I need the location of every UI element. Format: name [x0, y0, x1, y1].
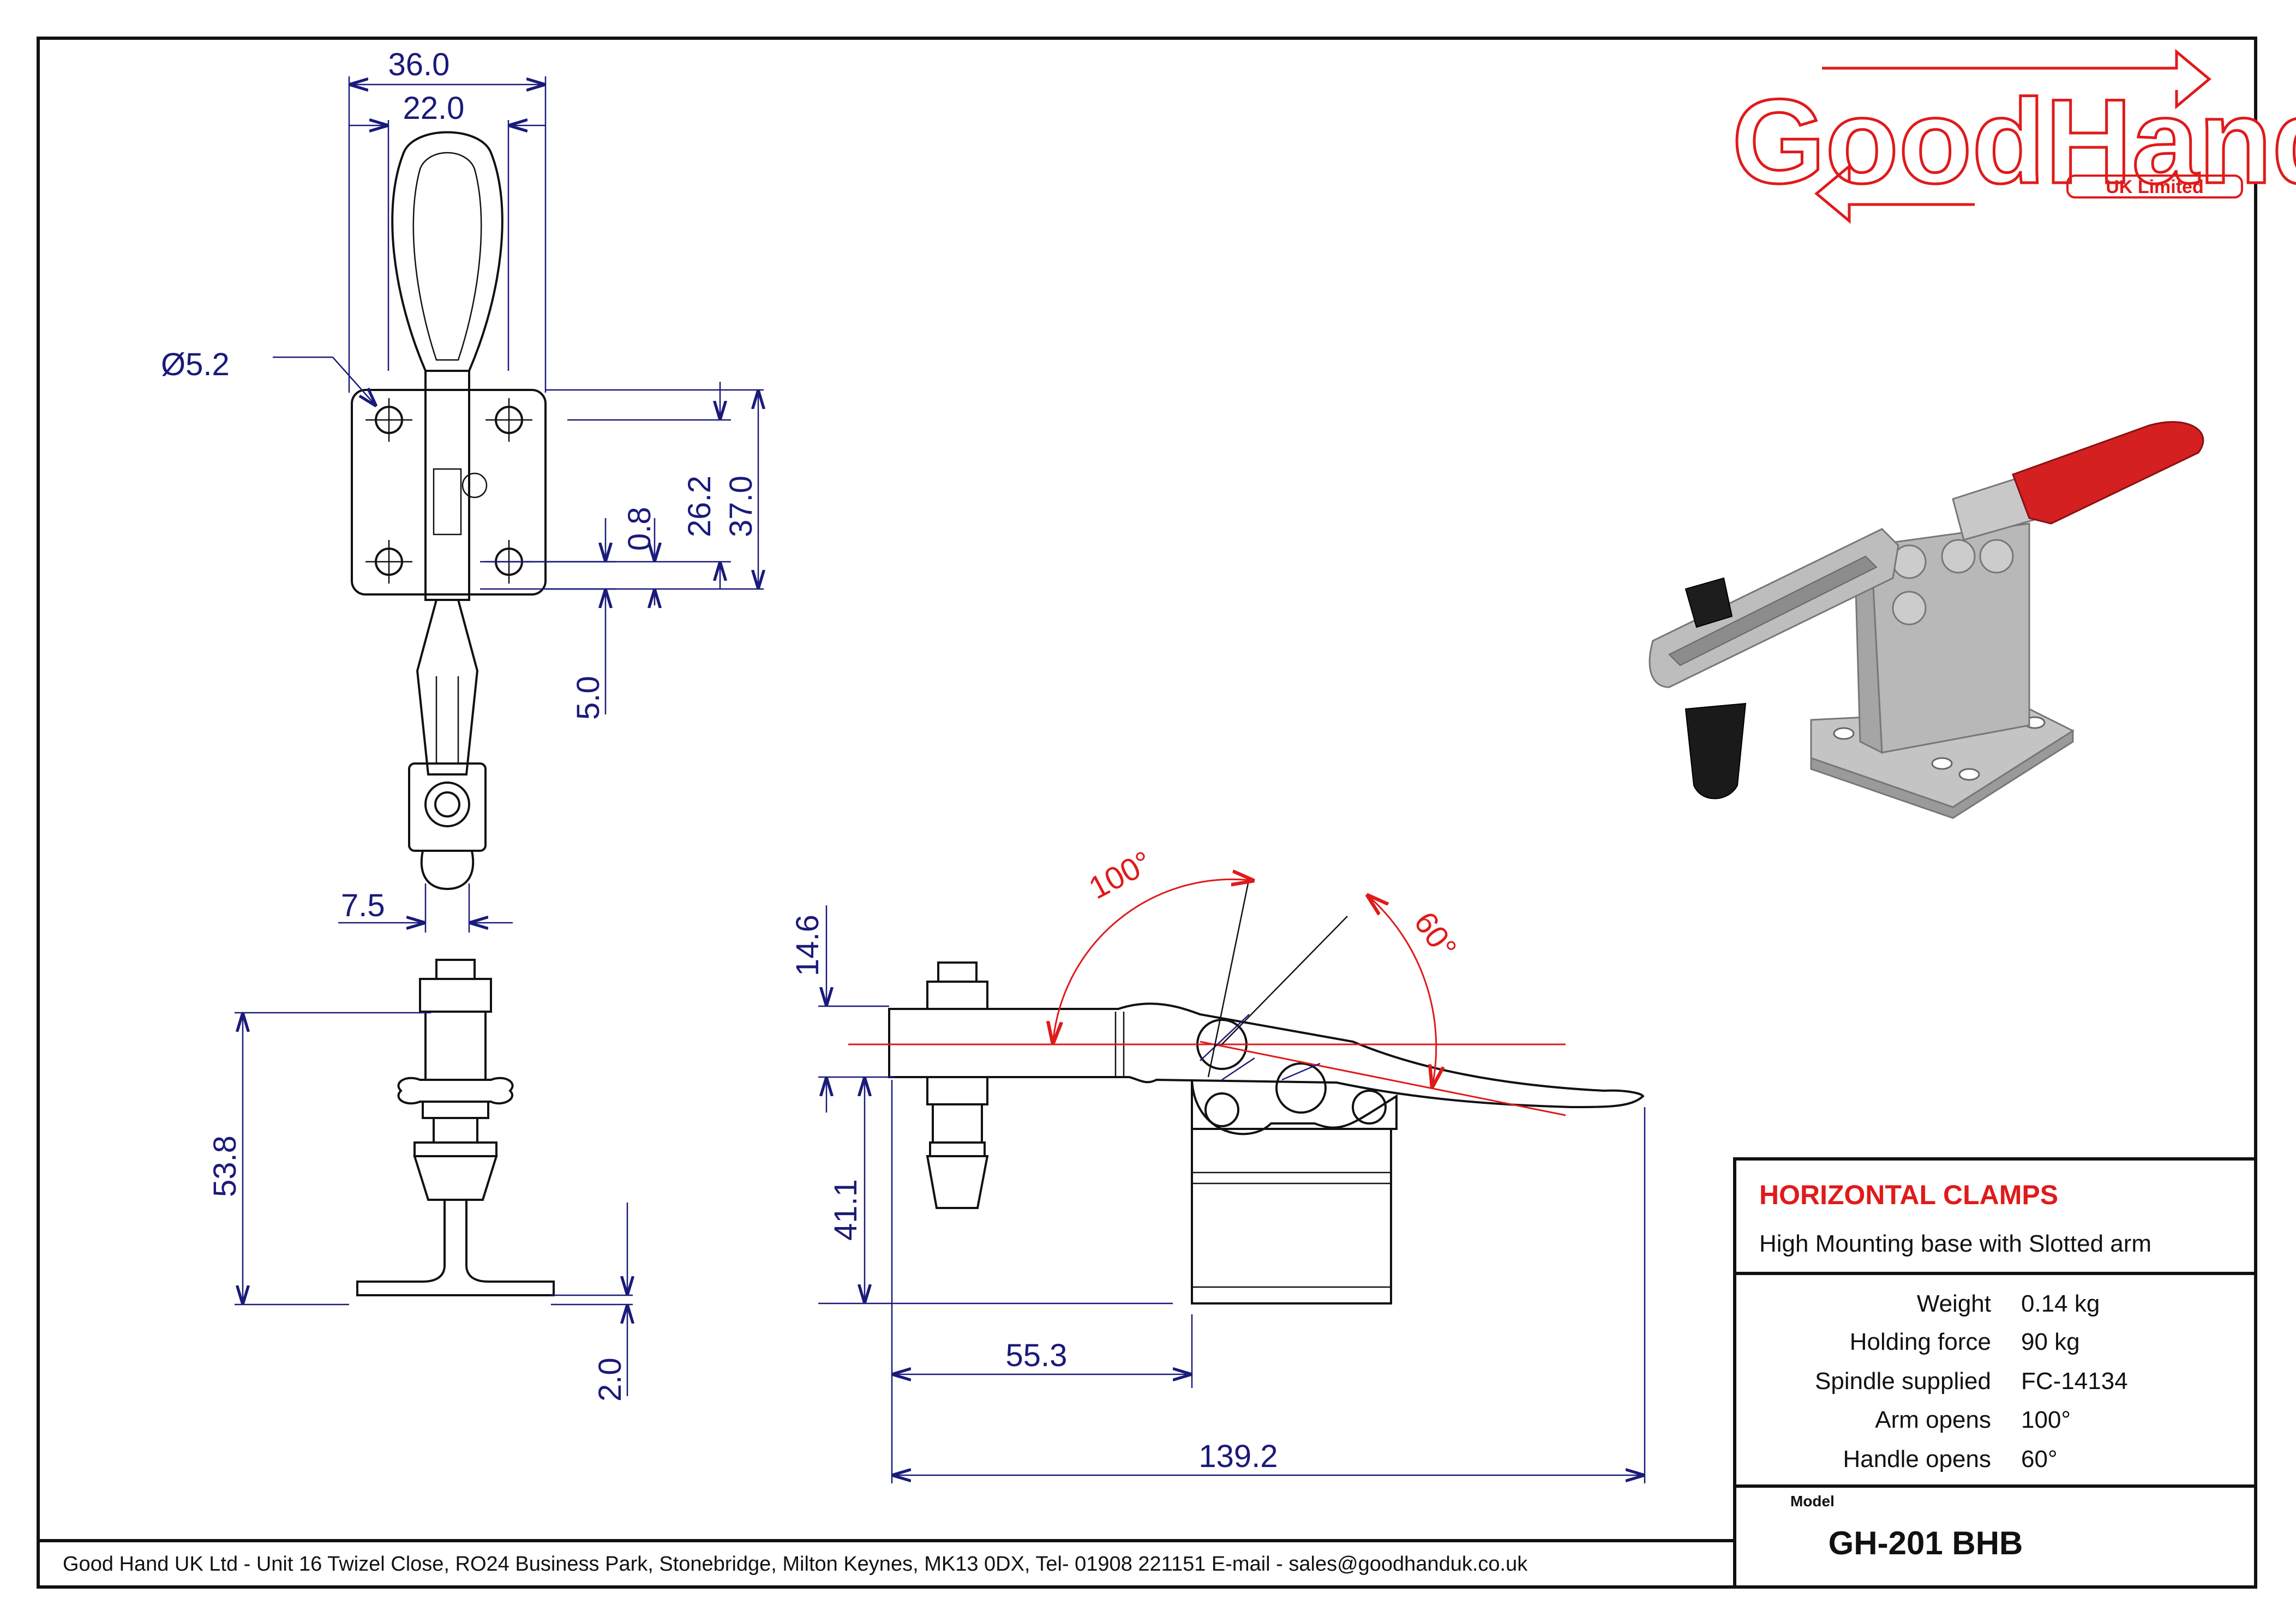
spindle-top — [419, 978, 492, 1080]
dim-total-height: 53.8 — [207, 1135, 243, 1197]
tb-title: HORIZONTAL CLAMPS — [1759, 1180, 2058, 1210]
pivot-pin — [1352, 1090, 1387, 1125]
dim-base-thickness: 2.0 — [592, 1357, 628, 1402]
rubber-tip-side — [926, 1155, 989, 1209]
base-plate — [351, 389, 547, 596]
iso-handle-grip — [2012, 421, 2204, 525]
handle-angle-arc — [1366, 894, 1436, 1088]
side-view: 100° 60° 14.6 41.1 55.3 139.2 — [790, 844, 1646, 1483]
front-view: 53.8 2.0 — [207, 959, 633, 1402]
slotted-arm — [416, 599, 479, 776]
title-block: HORIZONTAL CLAMPS High Mounting base wit… — [1733, 1157, 2257, 1589]
spindle-nut — [408, 762, 487, 852]
tb-subtitle: High Mounting base with Slotted arm — [1759, 1230, 2151, 1257]
spec-value: 90 kg — [2021, 1329, 2080, 1355]
goodhand-logo: GoodHand UK Limited — [1731, 49, 2296, 224]
logo-sub-frame — [2066, 175, 2243, 199]
tb-model-label: Model — [1790, 1493, 1835, 1510]
arm-angle-arc — [1053, 879, 1255, 1044]
spec-label: Arm opens — [1875, 1406, 1991, 1433]
dim-arm-width: 7.5 — [341, 888, 385, 923]
dim-hole-diameter: Ø5.2 — [161, 347, 230, 382]
spec-value: FC-14134 — [2021, 1368, 2128, 1394]
logo-arrow-right-icon — [1822, 49, 2211, 110]
drawing-border — [37, 37, 2257, 1589]
footer: Good Hand UK Ltd - Unit 16 Twizel Close,… — [38, 1539, 1735, 1576]
pivot-pin — [1204, 1092, 1239, 1127]
pivot-pin — [1275, 1062, 1327, 1114]
tb-model: GH-201 BHB — [1829, 1525, 2023, 1561]
iso-rubber-tip — [1684, 702, 1747, 800]
spindle-nut-lower — [926, 1076, 988, 1105]
dim-arm-height: 14.6 — [790, 915, 825, 976]
logo-wordmark: GoodHand — [1732, 74, 2296, 208]
logo-sub-text: UK Limited — [2106, 177, 2203, 197]
dim-offset-edge: 5.0 — [571, 676, 606, 720]
rubber-tip — [413, 1155, 498, 1201]
footer-address: Good Hand UK Ltd - Unit 16 Twizel Close,… — [63, 1553, 1528, 1576]
dim-width-inner: 22.0 — [403, 91, 465, 126]
dim-overall-length: 139.2 — [1198, 1439, 1278, 1474]
arm-section — [397, 1077, 514, 1105]
arm-body — [424, 370, 470, 601]
iso-nut-top — [1684, 577, 1733, 628]
product-render — [1648, 421, 2204, 819]
dim-hole-spacing: 26.2 — [682, 476, 717, 537]
link-bracket — [1191, 1079, 1398, 1135]
spindle-nut-upper — [926, 981, 988, 1010]
mounting-base — [1191, 1128, 1392, 1305]
handle-loop — [391, 131, 503, 372]
dim-arm-angle: 100° — [1083, 844, 1158, 906]
dim-base-length: 37.0 — [723, 476, 759, 537]
spec-value: 100° — [2021, 1406, 2071, 1433]
base-foot — [356, 1200, 555, 1296]
dim-pivot-height: 41.1 — [828, 1179, 864, 1241]
spec-value: 0.14 kg — [2021, 1290, 2100, 1317]
handle-open-line — [1221, 916, 1348, 1045]
logo-arrow-left-icon — [1814, 163, 1975, 224]
dim-reach: 55.3 — [1006, 1338, 1068, 1373]
spec-label: Holding force — [1850, 1329, 1991, 1355]
spec-label: Weight — [1917, 1290, 1991, 1317]
top-view: 36.0 22.0 Ø5.2 26.2 37.0 0.8 5.0 7.5 — [161, 47, 764, 933]
spec-label: Spindle supplied — [1815, 1368, 1991, 1394]
dim-offset-small: 0.8 — [622, 507, 657, 551]
spec-value: 60° — [2021, 1446, 2058, 1472]
dim-width-outer: 36.0 — [388, 47, 450, 82]
spec-label: Handle opens — [1843, 1446, 1991, 1472]
